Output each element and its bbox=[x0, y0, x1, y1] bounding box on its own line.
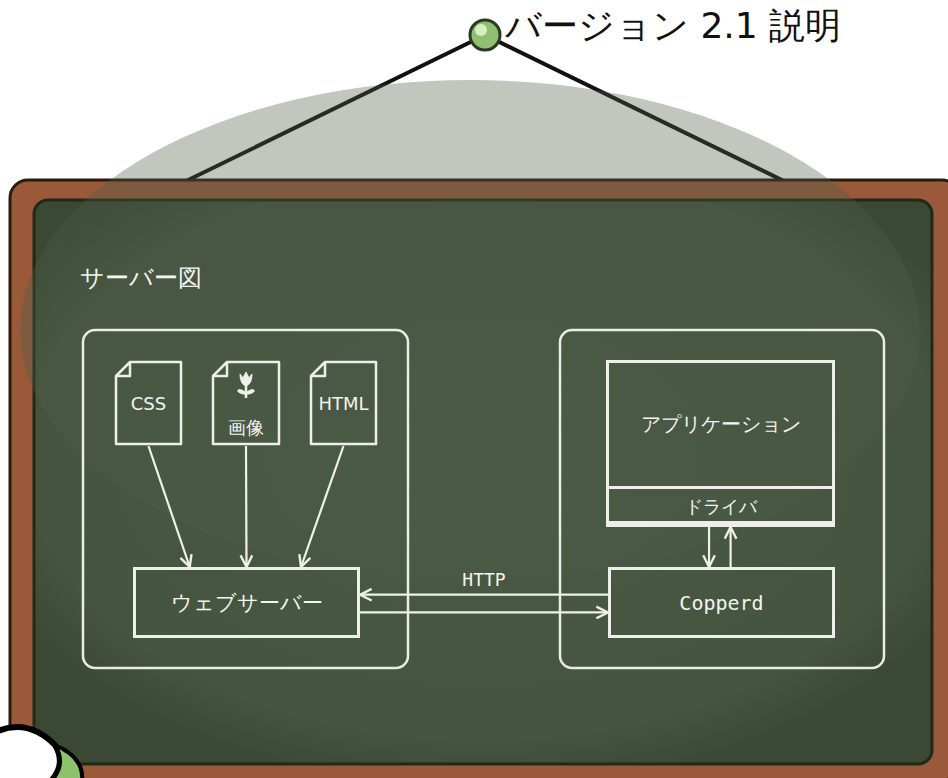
html-file: HTML bbox=[309, 360, 378, 446]
arrow-connector bbox=[149, 446, 190, 567]
flower-icon bbox=[238, 372, 254, 398]
server-group bbox=[83, 330, 408, 668]
node-text: 画像 bbox=[228, 416, 264, 440]
pin bbox=[470, 20, 500, 50]
arrow-connector bbox=[245, 446, 248, 567]
application-box: アプリケーションドライバ bbox=[606, 360, 835, 524]
server-group bbox=[560, 330, 884, 668]
node-text: HTML bbox=[318, 393, 368, 414]
css-file: CSS bbox=[114, 360, 183, 446]
node-text: Copperd bbox=[679, 591, 763, 615]
node-text: CSS bbox=[131, 393, 166, 414]
document-outline bbox=[213, 362, 279, 444]
board-heading: サーバー図 bbox=[80, 262, 202, 294]
web-server-box: ウェブサーバー bbox=[133, 567, 360, 638]
arrow-connector bbox=[301, 446, 344, 567]
protocol-label: HTTP bbox=[462, 569, 505, 590]
page-title: バージョン 2.1 説明 bbox=[505, 2, 841, 51]
node-text: ウェブサーバー bbox=[171, 589, 323, 617]
node-text: アプリケーション bbox=[641, 411, 801, 438]
arrow-connector bbox=[360, 594, 608, 596]
arrow-connector bbox=[708, 527, 710, 567]
document-outline bbox=[116, 362, 181, 444]
character-bubble bbox=[0, 727, 60, 778]
document-outline bbox=[311, 362, 376, 444]
driver-band: ドライバ bbox=[606, 486, 835, 527]
copperd-box: Copperd bbox=[608, 567, 835, 638]
arrow-connector bbox=[729, 527, 731, 567]
arrow-connector bbox=[360, 611, 608, 613]
pin-shine bbox=[475, 24, 487, 36]
image-file: 画像 bbox=[211, 360, 281, 446]
text-area: アプリケーション bbox=[609, 363, 832, 486]
character-part bbox=[40, 745, 82, 778]
node-text: ドライバ bbox=[685, 495, 757, 519]
